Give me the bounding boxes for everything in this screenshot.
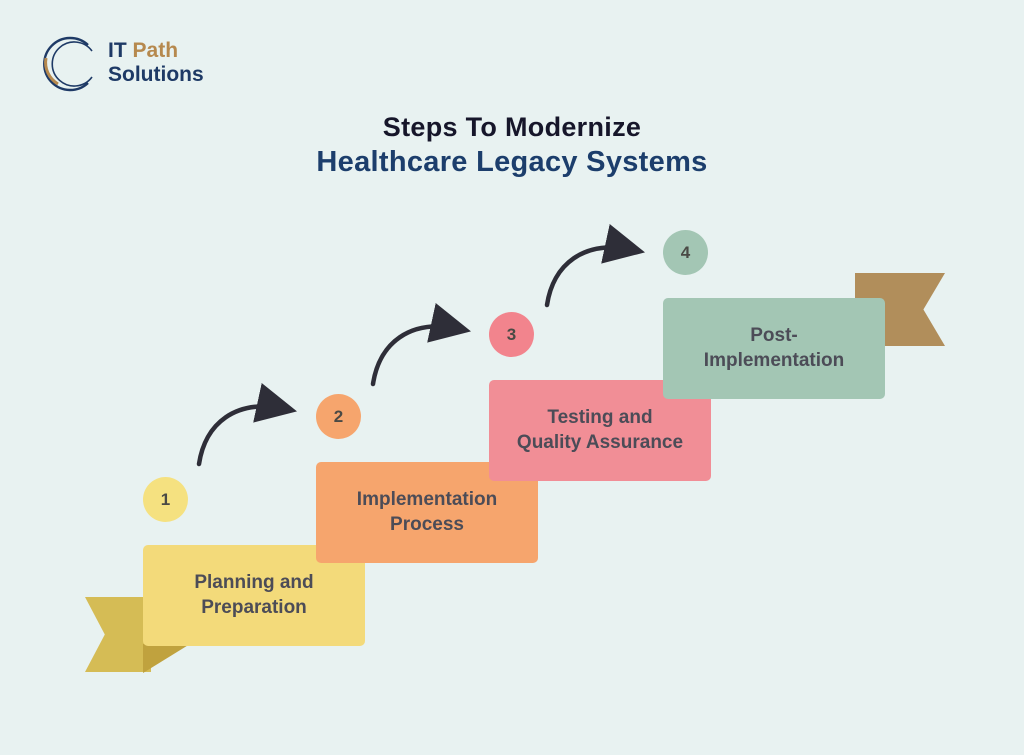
logo-line1: IT Path (108, 39, 204, 63)
page-title: Steps To Modernize Healthcare Legacy Sys… (0, 112, 1024, 179)
step-1-box: Planning and Preparation (143, 545, 365, 646)
step-1: 1 Planning and Preparation (143, 477, 365, 646)
step-4-number-badge: 4 (663, 230, 708, 275)
logo-it: IT (108, 39, 127, 63)
logo: IT Path Solutions (36, 34, 204, 92)
step-4: 4 Post- Implementation (663, 230, 885, 428)
arrow-2-to-3-icon (370, 303, 471, 387)
logo-path: Path (132, 39, 179, 63)
logo-text: IT Path Solutions (108, 39, 204, 86)
step-2-number-badge: 2 (316, 394, 361, 439)
step-1-number-badge: 1 (143, 477, 188, 522)
ribbon-left (85, 597, 151, 672)
step-3-box: Testing and Quality Assurance (489, 380, 711, 481)
step-3: 3 Testing and Quality Assurance (489, 312, 711, 510)
arrow-1-to-2-icon (196, 383, 297, 467)
arrow-3-to-4-icon (544, 224, 645, 308)
title-line-2: Healthcare Legacy Systems (316, 146, 708, 178)
step-2-box: Implementation Process (316, 462, 538, 563)
title-line-1: Steps To Modernize (382, 112, 642, 142)
logo-solutions: Solutions (108, 63, 204, 86)
step-4-box: Post- Implementation (663, 298, 885, 399)
logo-mark-icon (43, 36, 93, 92)
step-3-number-badge: 3 (489, 312, 534, 357)
